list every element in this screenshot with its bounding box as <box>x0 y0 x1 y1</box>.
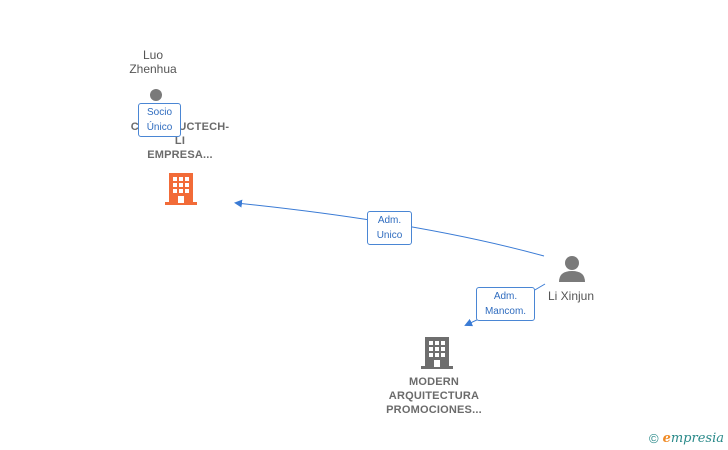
edge-label-line2: Único <box>146 122 173 133</box>
copyright-symbol: © <box>648 431 659 446</box>
edge-label-adm-mancom[interactable]: Adm. Mancom. <box>476 287 535 321</box>
footer-brand: © empresia <box>649 431 724 446</box>
person-li-xinjun-label[interactable]: Li Xinjun <box>547 289 595 303</box>
company-building-icon[interactable] <box>165 171 197 205</box>
edge-label-line2: Mancom. <box>484 306 527 317</box>
company-name-line2: LI <box>174 135 186 147</box>
brand-rest: mpresia <box>670 431 724 446</box>
person-luo-zhenhua-label[interactable]: Luo Zhenhua <box>118 48 188 76</box>
edge-label-socio-unico[interactable]: Socio Único <box>138 103 181 137</box>
company-modern-label[interactable]: MODERN ARQUITECTURA PROMOCIONES... <box>364 375 504 417</box>
edge-label-adm-unico[interactable]: Adm. Unico <box>367 211 412 245</box>
company-building-icon[interactable] <box>421 335 453 369</box>
edge-label-line1: Adm. <box>377 215 402 226</box>
person-name-line1: Luo <box>142 48 164 62</box>
company-name-line2: ARQUITECTURA <box>388 390 480 402</box>
person-icon[interactable] <box>557 254 587 282</box>
company-name-line1: MODERN <box>408 376 460 388</box>
edge-label-line1: Socio <box>146 107 172 118</box>
company-name-line3: EMPRESA... <box>147 149 213 161</box>
company-name-line3: PROMOCIONES... <box>386 404 482 416</box>
empresia-logo[interactable]: empresia <box>663 431 724 446</box>
edge-label-line2: Unico <box>376 230 403 241</box>
brand-initial: e <box>662 431 671 446</box>
edge-label-line1: Adm. <box>493 291 518 302</box>
person-name-line2: Zhenhua <box>129 62 177 76</box>
person-icon[interactable] <box>146 88 166 104</box>
